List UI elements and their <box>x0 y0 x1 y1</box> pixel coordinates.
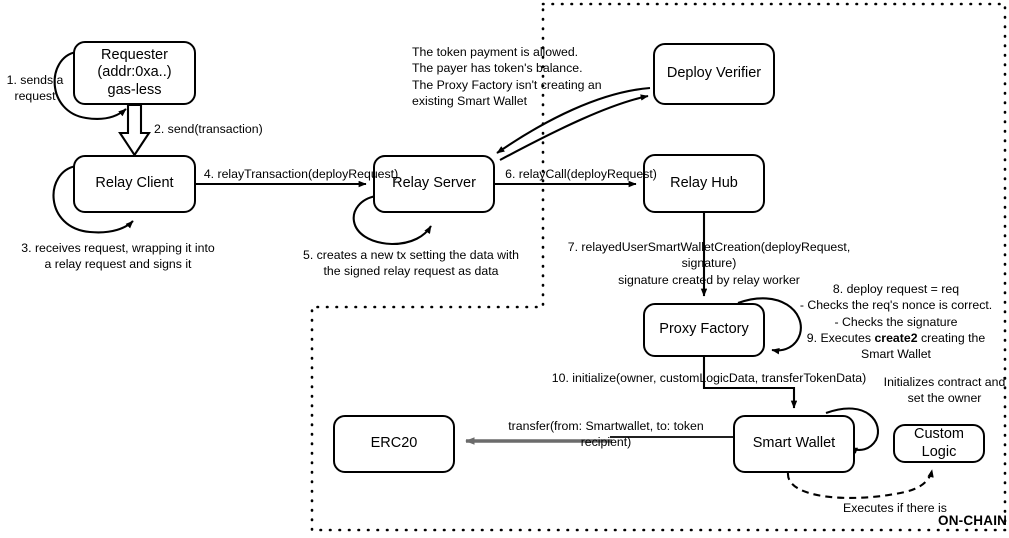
edge-label-step-3: 3. receives request, wrapping it into a … <box>21 241 215 272</box>
edge-relayserver-self <box>352 194 432 246</box>
node-relay-server[interactable]: Relay Server <box>373 155 495 213</box>
edge-smartwallet-self <box>825 407 879 454</box>
node-deploy-verifier[interactable]: Deploy Verifier <box>653 43 775 105</box>
annotation-executes-if-there-is: Executes if there is <box>843 501 947 515</box>
edge-requester-self <box>53 50 127 120</box>
edge-proxyfactory-smartwallet <box>702 357 798 409</box>
edge-label-step-6: 6. relayCall(deployRequest) <box>505 167 657 181</box>
node-erc20[interactable]: ERC20 <box>333 415 455 473</box>
node-smart-wallet-label: Smart Wallet <box>752 435 836 452</box>
on-chain-boundary <box>310 2 1007 532</box>
edge-proxyfactory-self <box>737 297 802 355</box>
node-relay-client[interactable]: Relay Client <box>73 155 196 213</box>
node-smart-wallet[interactable]: Smart Wallet <box>733 415 855 473</box>
node-custom-logic[interactable]: Custom Logic <box>893 424 985 463</box>
node-relay-hub[interactable]: Relay Hub <box>643 154 765 213</box>
edge-label-step-2: 2. send(transaction) <box>154 122 263 136</box>
edge-label-transfer: transfer(from: Smartwallet, to: token re… <box>508 419 704 450</box>
node-custom-logic-label: Custom Logic <box>914 426 964 460</box>
annotation-step-8-9: 8. deploy request = req- Checks the req'… <box>799 282 993 362</box>
edge-label-step-10: 10. initialize(owner, customLogicData, t… <box>551 371 867 385</box>
edge-smartwallet-erc20 <box>465 436 733 445</box>
edge-smartwallet-customlogic <box>786 469 934 499</box>
node-proxy-factory[interactable]: Proxy Factory <box>643 303 765 357</box>
edge-requester-relayclient <box>118 103 151 157</box>
edge-label-step-5: 5. creates a new tx setting the data wit… <box>302 248 519 279</box>
edge-relayclient-self <box>52 164 134 234</box>
edge-relayserver-deployverifier <box>496 86 651 161</box>
node-relay-hub-label: Relay Hub <box>670 174 738 191</box>
node-requester-label: Requester (addr:0xa..) gas-less <box>97 47 172 98</box>
annotation-verifier-conditions: The token payment is allowed. The payer … <box>412 45 602 109</box>
edge-label-step-1: 1. sends a request <box>6 73 64 104</box>
node-requester[interactable]: Requester (addr:0xa..) gas-less <box>73 41 196 105</box>
annotation-initializes-contract: Initializes contract and set the owner <box>883 375 1006 406</box>
edge-label-step-7: 7. relayedUserSmartWalletCreation(deploy… <box>567 240 851 287</box>
node-relay-client-label: Relay Client <box>95 175 174 192</box>
node-deploy-verifier-label: Deploy Verifier <box>666 65 762 82</box>
edge-label-step-4: 4. relayTransaction(deployRequest) <box>203 167 399 181</box>
node-erc20-label: ERC20 <box>370 435 418 452</box>
node-relay-server-label: Relay Server <box>392 175 476 192</box>
on-chain-boundary-label: ON-CHAIN <box>938 513 1008 528</box>
node-proxy-factory-label: Proxy Factory <box>659 321 749 338</box>
